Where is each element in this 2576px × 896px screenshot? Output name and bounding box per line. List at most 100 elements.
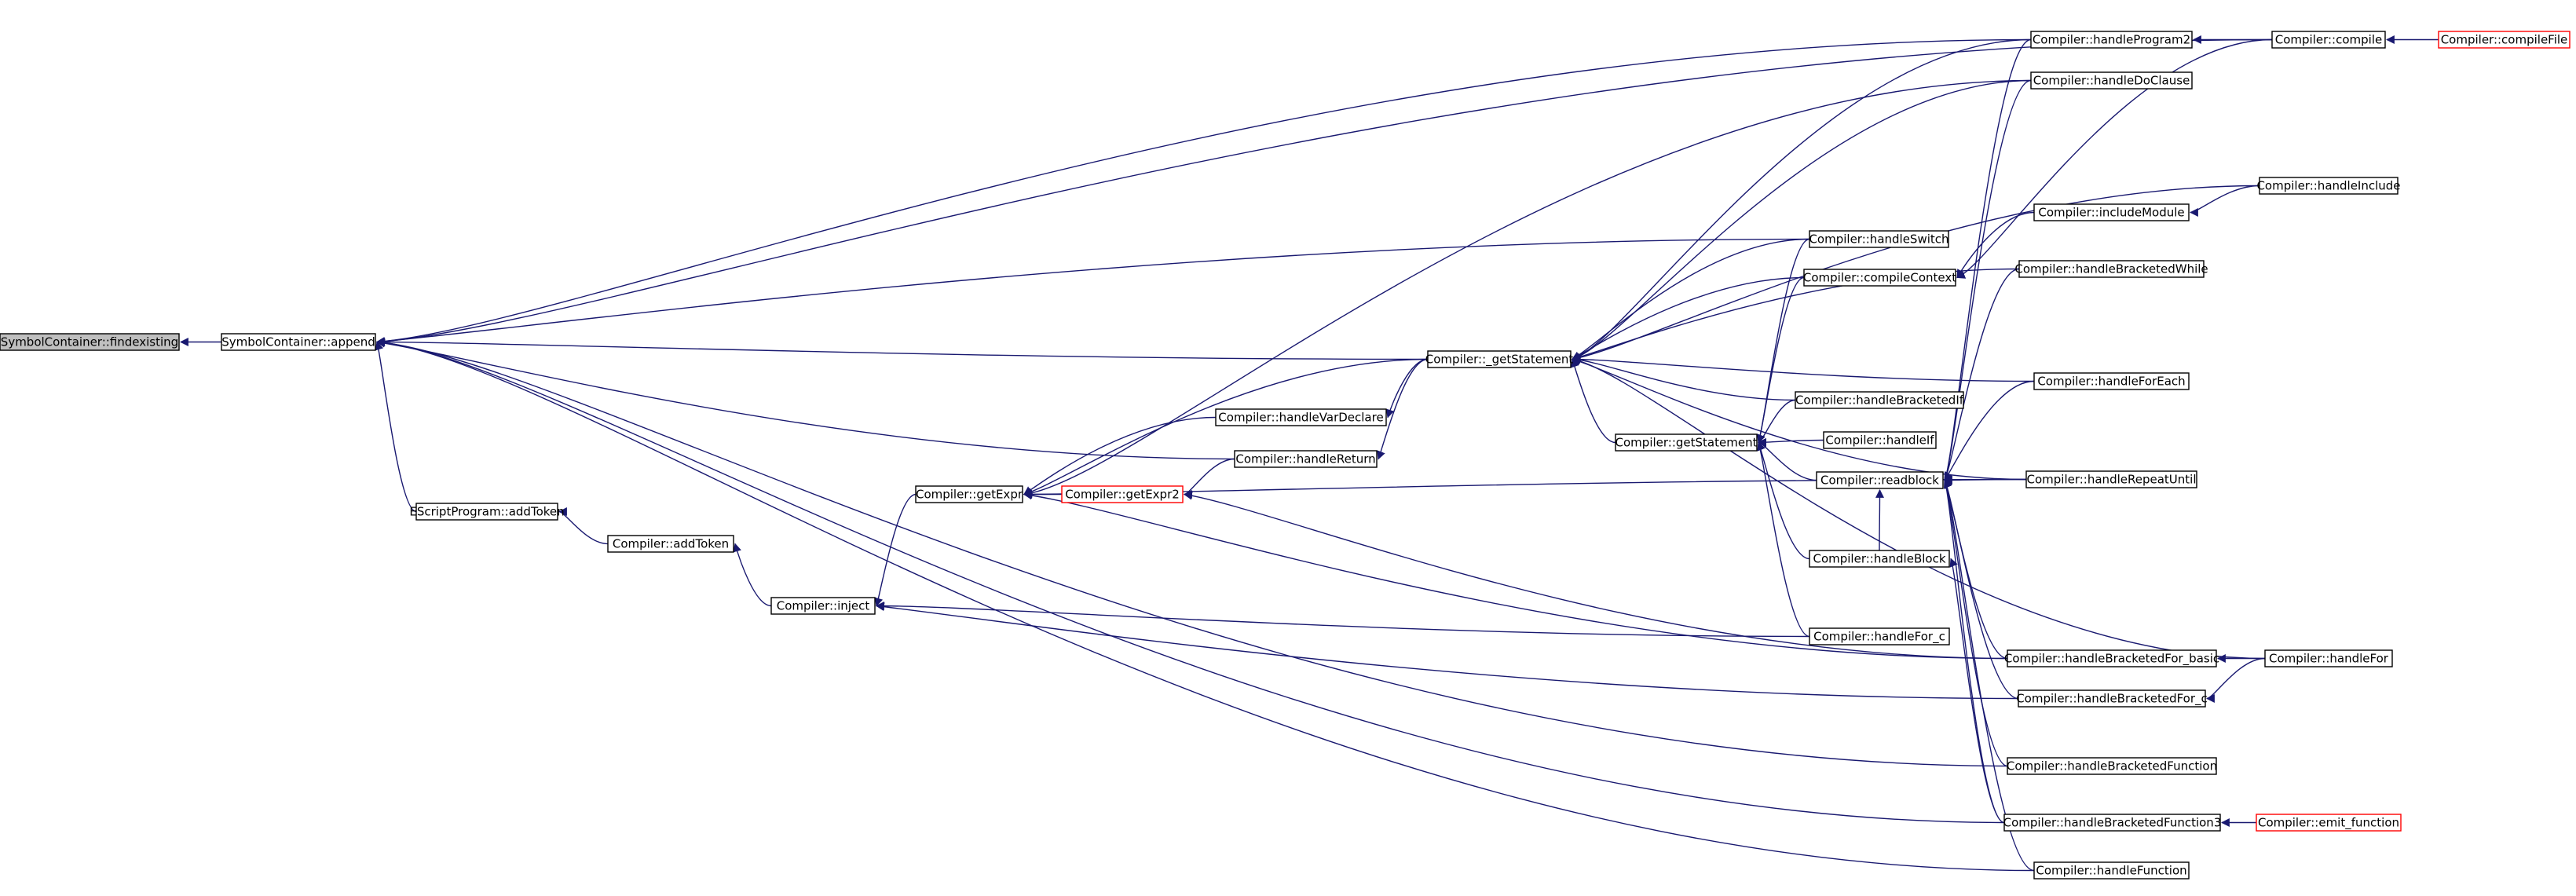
node-label: Compiler::handleVarDeclare (1218, 411, 1383, 425)
node-box (2007, 757, 2217, 775)
node-includemodule[interactable]: Compiler::includeModule (2033, 203, 2190, 221)
edge-getexpr-to-inject (874, 493, 917, 607)
edge-handlebracketedwhile-to-readblock (1944, 268, 2020, 481)
node-box (915, 485, 1023, 503)
edge-handlefunction-to-readblock (1944, 479, 2035, 872)
node-compilecontext[interactable]: Compiler::compileContext (1803, 269, 1956, 287)
node-handleblock[interactable]: Compiler::handleBlock (1809, 550, 1950, 568)
edge-handleswitch-to-_getstatement (1572, 238, 1810, 360)
node-addtoken[interactable]: Compiler::addToken (607, 535, 734, 553)
node-handlereturn[interactable]: Compiler::handleReturn (1234, 450, 1378, 468)
node-label: Compiler::addToken (613, 537, 729, 551)
node--getstatement[interactable]: Compiler::_getStatement (1425, 350, 1574, 368)
node-label: Compiler::getExpr (916, 488, 1023, 502)
node-getstatement[interactable]: Compiler::getStatement (1615, 433, 1758, 452)
node-handlebracketedif[interactable]: Compiler::handleBracketedIf (1795, 391, 1964, 409)
node-getexpr[interactable]: Compiler::getExpr (915, 485, 1023, 503)
node-findexisting[interactable]: SymbolContainer::findexisting (0, 333, 180, 351)
edge-handlebracketedfor_basic-to-readblock (1944, 479, 2008, 660)
node-box (415, 503, 558, 521)
node-handlefunction[interactable]: Compiler::handleFunction (2033, 861, 2190, 880)
node-box (2033, 203, 2190, 221)
edge-handleprogram2-to-_getstatement (1571, 38, 2032, 362)
node-label: SymbolContainer::append (221, 335, 375, 349)
node-append[interactable]: SymbolContainer::append (221, 333, 376, 351)
node-box (1795, 391, 1964, 409)
node-label: Compiler::handleProgram2 (2033, 33, 2190, 47)
node-handleforeach[interactable]: Compiler::handleForEach (2033, 372, 2190, 390)
node-escript-addtoken[interactable]: EScriptProgram::addToken (409, 503, 565, 521)
node-label: Compiler::handleFor_c (1813, 630, 1945, 645)
node-handleinclude[interactable]: Compiler::handleInclude (2256, 177, 2401, 195)
node-box (2030, 31, 2193, 49)
node-label: Compiler::handleIf (1825, 433, 1934, 448)
edge-compilecontext-to-_getstatement (1572, 276, 1805, 360)
node-compile[interactable]: Compiler::compile (2271, 31, 2386, 49)
node-handleif[interactable]: Compiler::handleIf (1823, 431, 1937, 449)
node-box (2018, 260, 2205, 278)
node-label: Compiler::readblock (1820, 474, 1939, 488)
node-handlebracketedfunction[interactable]: Compiler::handleBracketedFunction (2007, 757, 2217, 775)
node-box (1615, 433, 1758, 452)
edge-handlevardeclare-to-getexpr (1023, 416, 1217, 496)
node-box (2033, 861, 2190, 880)
node-label: Compiler::handleBracketedFunction3 (2003, 816, 2222, 830)
node-handlefor[interactable]: Compiler::handleFor (2264, 649, 2393, 667)
node-box (2438, 31, 2571, 49)
node-box (1809, 550, 1950, 568)
node-box (1809, 230, 1949, 248)
nodes-layer: SymbolContainer::findexisting SymbolConta… (0, 31, 2571, 880)
node-box (2003, 814, 2221, 832)
node-handledoclause[interactable]: Compiler::handleDoClause (2030, 71, 2193, 90)
node-label: Compiler::getExpr2 (1065, 488, 1180, 502)
edge-handlebracketedfunction3-to-append (375, 338, 2005, 824)
edge-handlereturn-to-append (375, 338, 1235, 460)
node-box (1427, 350, 1572, 368)
node-handlebracketedfor-c[interactable]: Compiler::handleBracketedFor_c (2016, 689, 2208, 708)
node-box (221, 333, 376, 351)
edge-handlefor-to-handlebracketedfor_c (2205, 657, 2266, 703)
node-handleswitch[interactable]: Compiler::handleSwitch (1809, 230, 1949, 248)
node-handleprogram2[interactable]: Compiler::handleProgram2 (2030, 31, 2193, 49)
edge-handlereturn-to-getexpr2 (1183, 458, 1235, 499)
node-getexpr2[interactable]: Compiler::getExpr2 (1061, 485, 1184, 503)
node-label: Compiler::handleRepeatUntil (2027, 473, 2197, 487)
edge-_getstatement-to-handlevardeclare (1385, 358, 1429, 419)
node-box (2025, 470, 2197, 488)
node-handlebracketedfunction3[interactable]: Compiler::handleBracketedFunction3 (2003, 814, 2222, 832)
edge-handleinclude-to-_getstatement (1571, 185, 2260, 363)
node-label: Compiler::inject (777, 599, 870, 613)
edge-_getstatement-to-append (375, 338, 1429, 360)
node-handlevardeclare[interactable]: Compiler::handleVarDeclare (1215, 408, 1387, 426)
node-label: Compiler::handleReturn (1235, 452, 1375, 466)
node-box (607, 535, 734, 553)
node-box (2030, 71, 2193, 90)
edge-handlerepeatuntil-to-_getstatement (1571, 357, 2027, 481)
node-label: Compiler::_getStatement (1425, 353, 1574, 368)
node-label: Compiler::handleBracketedIf (1795, 393, 1964, 408)
node-label: Compiler::emit_function (2258, 816, 2399, 831)
edge-handleswitch-to-getstatement (1757, 238, 1810, 444)
edge-inject-to-addtoken (733, 543, 772, 607)
edge-handleblock-to-getstatement (1757, 441, 1810, 560)
node-inject[interactable]: Compiler::inject (770, 597, 876, 615)
edge-handleprogram2-to-readblock (1944, 38, 2032, 481)
node-box (2271, 31, 2386, 49)
node-label: Compiler::handleDoClause (2033, 74, 2190, 88)
node-handlefor-c[interactable]: Compiler::handleFor_c (1809, 627, 1950, 645)
node-compilefile[interactable]: Compiler::compileFile (2438, 31, 2571, 49)
node-box (1803, 269, 1956, 287)
edge-compile-to-compilecontext (1956, 38, 2273, 279)
node-readblock[interactable]: Compiler::readblock (1816, 471, 1944, 489)
node-label: SymbolContainer::findexisting (1, 335, 178, 349)
node-box (1234, 450, 1378, 468)
node-handlerepeatuntil[interactable]: Compiler::handleRepeatUntil (2025, 470, 2197, 488)
node-label: Compiler::getStatement (1615, 436, 1758, 450)
edge-handlebracketedfunction3-to-handleblock (1949, 558, 2005, 824)
node-handlebracketedfor-basic[interactable]: Compiler::handleBracketedFor_basic (2004, 649, 2219, 667)
node-box (1823, 431, 1937, 449)
node-label: Compiler::handleBracketedFor_c (2016, 692, 2208, 707)
node-emit-function[interactable]: Compiler::emit_function (2256, 814, 2402, 832)
node-handlebracketedwhile[interactable]: Compiler::handleBracketedWhile (2014, 260, 2208, 278)
